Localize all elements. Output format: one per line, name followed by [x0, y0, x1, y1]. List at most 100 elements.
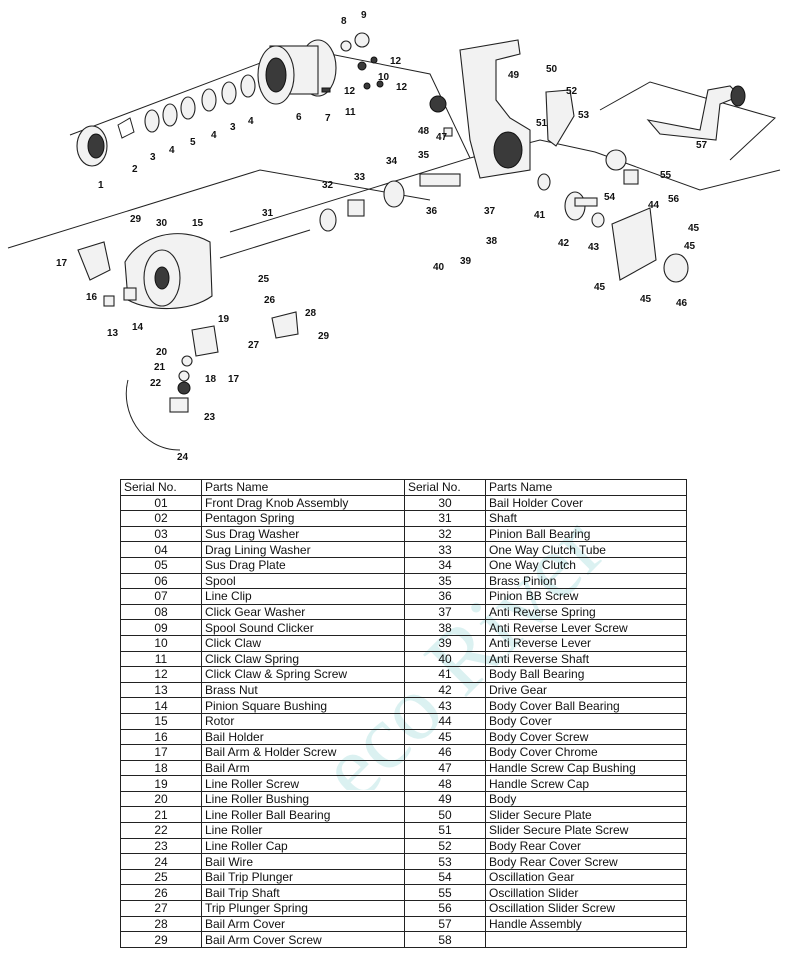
callout-label: 19: [218, 314, 230, 325]
callout-label: 53: [578, 110, 590, 121]
body-rear-cover: [545, 89, 575, 147]
header-serial-no-left: Serial No.: [120, 479, 202, 496]
serial-no-cell: 28: [120, 915, 202, 933]
part-name-cell: Click Claw: [201, 634, 405, 652]
callout-label: 57: [696, 140, 708, 151]
serial-no-cell: 13: [120, 681, 202, 699]
callout-label: 35: [418, 150, 430, 161]
callout-label: 2: [132, 164, 138, 175]
part-name-cell: Line Roller Screw: [201, 775, 405, 792]
part-name-cell: Bail Arm Cover Screw: [201, 931, 405, 948]
serial-no-cell: 26: [120, 884, 202, 902]
serial-no-cell: 56: [404, 900, 486, 917]
callout-label: 36: [426, 206, 438, 217]
body-cover-chrome: [663, 253, 689, 283]
spool: [257, 39, 337, 105]
callout-label: 5: [190, 137, 196, 148]
part-name-cell: Body Ball Bearing: [485, 666, 687, 683]
part-name-cell: Pentagon Spring: [201, 510, 405, 527]
callout-label: 50: [546, 64, 558, 75]
callout-label: 48: [418, 126, 430, 137]
part-name-cell: Oscillation Slider Screw: [485, 900, 687, 917]
part-name-cell: Anti Reverse Shaft: [485, 650, 687, 668]
part-name-cell: Slider Secure Plate Screw: [485, 822, 687, 839]
callout-label: 45: [594, 282, 606, 293]
serial-no-cell: 23: [120, 837, 202, 855]
callout-label: 38: [486, 236, 498, 247]
callout-label: 10: [378, 72, 390, 83]
callout-label: 25: [258, 274, 270, 285]
serial-no-cell: 18: [120, 759, 202, 777]
callout-label: 3: [230, 122, 236, 133]
callout-label: 18: [205, 374, 217, 385]
pinion-clutch-parts: [319, 173, 461, 232]
exploded-parts-diagram: 1 2 3 4 5 4 3 4 6 7 8 9 10 11 12 12 12 1…: [7, 10, 781, 463]
serial-no-cell: 15: [120, 712, 202, 730]
part-name-cell: Line Roller Bushing: [201, 790, 405, 808]
callout-label: 6: [296, 112, 302, 123]
part-name-cell: Anti Reverse Spring: [485, 603, 687, 621]
serial-no-cell: 36: [404, 588, 486, 605]
part-name-cell: Brass Pinion: [485, 572, 687, 590]
callout-label: 26: [264, 295, 276, 306]
rotor: [124, 233, 213, 310]
callout-label: 17: [228, 374, 240, 385]
part-name-cell: Brass Nut: [201, 681, 405, 699]
callout-label: 47: [436, 132, 448, 143]
serial-no-cell: 43: [404, 697, 486, 714]
serial-no-cell: 49: [404, 790, 486, 808]
callout-label: 22: [150, 378, 162, 389]
table-header-row: Serial No. Parts Name Serial No. Parts N…: [120, 479, 687, 496]
part-name-cell: Line Roller Cap: [201, 837, 405, 855]
part-name-cell: Slider Secure Plate: [485, 806, 687, 824]
part-name-cell: Bail Arm: [201, 759, 405, 777]
oscillation-slider: [623, 169, 639, 185]
serial-no-cell: 53: [404, 853, 486, 870]
callout-label: 45: [688, 223, 700, 234]
part-name-cell: Body: [485, 790, 687, 808]
callout-label: 29: [130, 214, 142, 225]
callout-label: 45: [640, 294, 652, 305]
serial-no-cell: 19: [120, 775, 202, 792]
bail-holder: [77, 241, 111, 281]
callout-label: 14: [132, 322, 144, 333]
line-roller: [177, 381, 191, 395]
serial-no-cell: 03: [120, 525, 202, 543]
part-name-cell: Drive Gear: [485, 681, 687, 699]
part-name-cell: Bail Arm & Holder Screw: [201, 744, 405, 761]
callout-label: 34: [386, 156, 398, 167]
serial-no-cell: 31: [404, 510, 486, 527]
callout-labels: 1 2 3 4 5 4 3 4 6 7 8 9 10 11 12 12 12 1…: [56, 10, 708, 463]
part-name-cell: Anti Reverse Lever Screw: [485, 619, 687, 636]
callout-label: 29: [318, 331, 330, 342]
part-name-cell: Click Claw Spring: [201, 650, 405, 668]
callout-label: 37: [484, 206, 496, 217]
callout-label: 3: [150, 152, 156, 163]
part-name-cell: Sus Drag Washer: [201, 525, 405, 543]
serial-no-cell: 21: [120, 806, 202, 824]
part-name-cell: Pinion Square Bushing: [201, 697, 405, 714]
serial-no-cell: 12: [120, 666, 202, 683]
callout-label: 4: [211, 130, 217, 141]
serial-no-cell: 55: [404, 884, 486, 902]
rotor-assembly-outline: [7, 169, 431, 249]
part-name-cell: Click Gear Washer: [201, 603, 405, 621]
callout-label: 21: [154, 362, 166, 373]
oscillation-gear: [605, 149, 627, 171]
